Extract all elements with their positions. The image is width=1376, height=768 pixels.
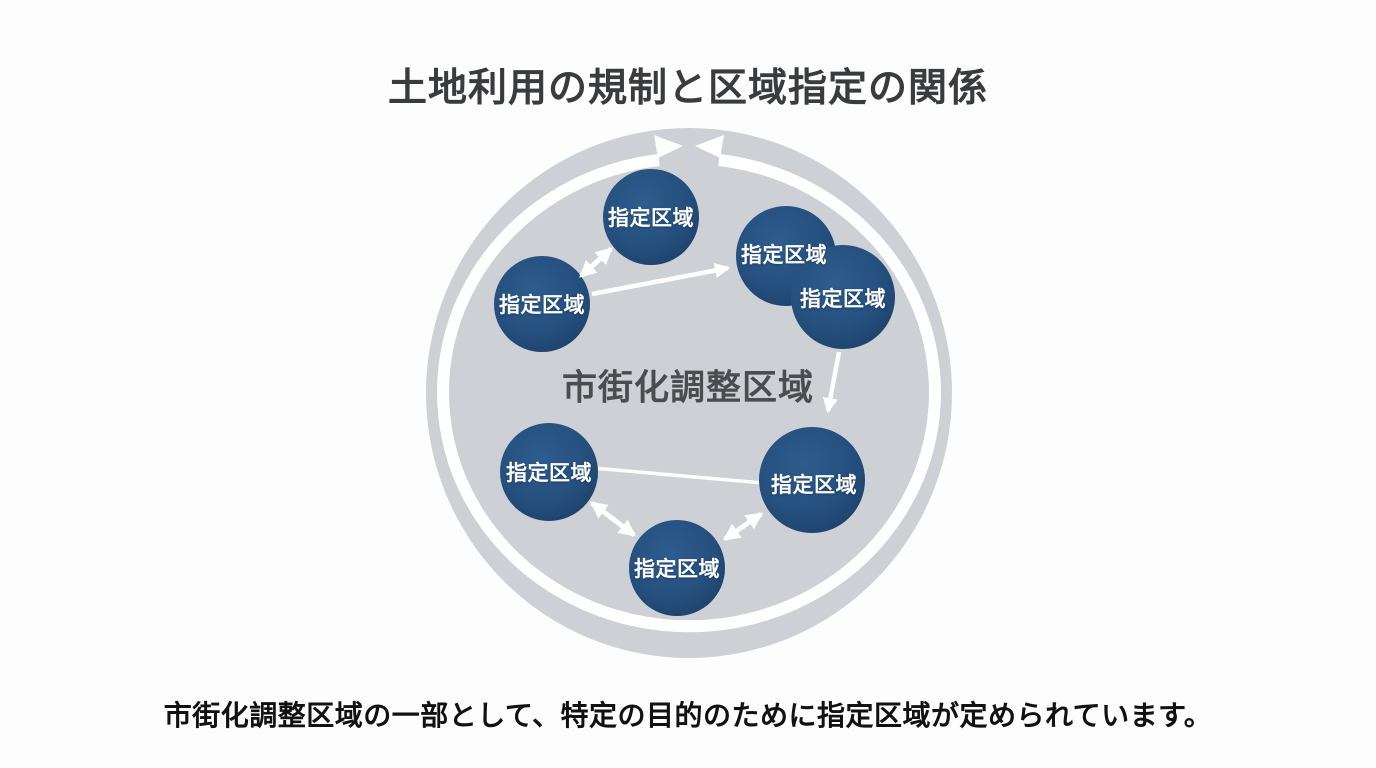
- page-title: 土地利用の規制と区域指定の関係: [387, 67, 988, 110]
- designated-area-circle-7: [759, 427, 865, 533]
- cycle-ring-arrowhead-left-icon: [654, 135, 683, 158]
- node-label-2: 指定区域: [499, 294, 585, 317]
- caption-text: 市街化調整区域の一部として、特定の目的のために指定区域が定められています。: [163, 700, 1213, 731]
- arrow-node4-to-node7: [822, 351, 842, 414]
- designated-area-circle-6: [629, 520, 725, 616]
- double-arrow-node6-node7: [722, 511, 764, 542]
- cycle-ring-arrow: [437, 154, 941, 633]
- double-arrow-node1-node2: [579, 247, 613, 278]
- designated-area-circle-5: [500, 423, 598, 521]
- node-label-5: 指定区域: [506, 462, 592, 485]
- arrow-node2-to-node3: [591, 262, 731, 297]
- control-area-label: 市街化調整区域: [561, 368, 815, 408]
- cycle-ring-arrowhead-right-icon: [695, 135, 724, 158]
- double-arrow-node5-node6: [589, 501, 637, 537]
- designated-area-circle-2: [494, 256, 590, 352]
- designated-area-circle-4: [791, 245, 895, 349]
- node-label-4: 指定区域: [800, 288, 886, 311]
- node-label-7: 指定区域: [771, 474, 857, 497]
- node-label-1: 指定区域: [608, 207, 694, 230]
- connector-line-node5-node7: [592, 466, 764, 485]
- node-label-6: 指定区域: [634, 558, 720, 581]
- node-label-3: 指定区域: [741, 244, 827, 267]
- designated-area-circle-1: [603, 169, 699, 265]
